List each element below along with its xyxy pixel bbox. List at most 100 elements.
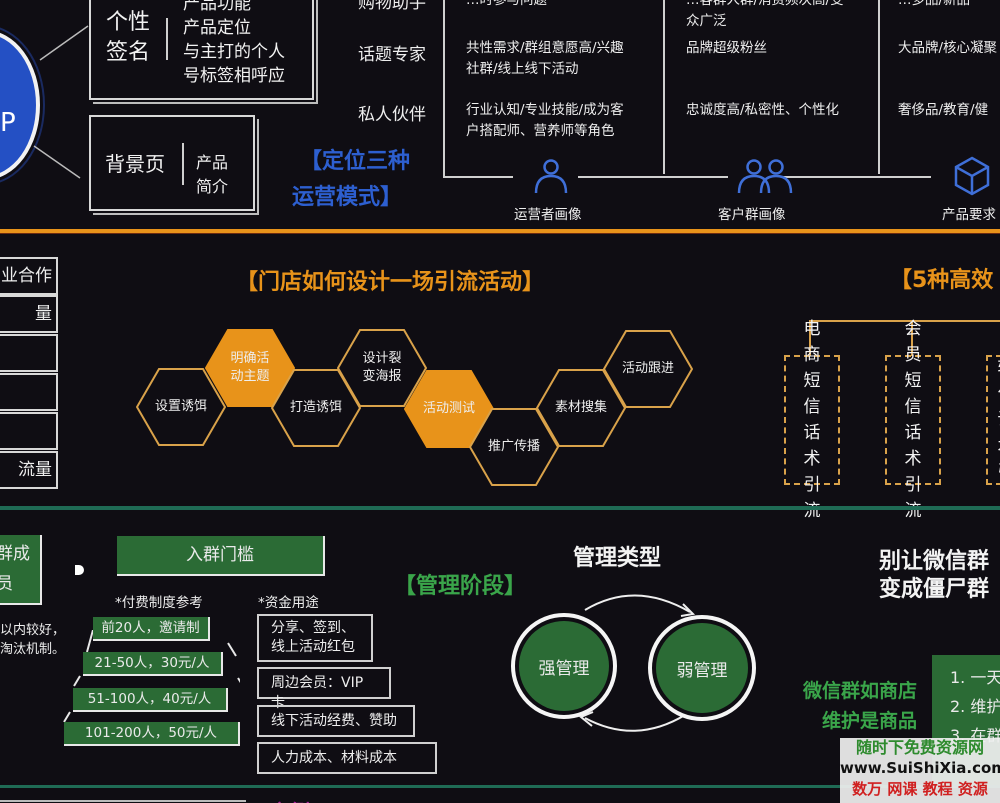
column-frame-bottom-2 xyxy=(578,176,728,178)
role-topic-expert: 话题专家 xyxy=(358,45,426,65)
table-cell xyxy=(0,373,58,411)
role-private-partner: 私人伙伴 xyxy=(358,105,426,125)
method-ecommerce-sms: 电商短信话术引流 xyxy=(784,319,840,521)
table-cell xyxy=(0,412,58,450)
fund-title: *资金用途 xyxy=(258,595,319,611)
method-third: 转化话术引 xyxy=(986,355,1000,485)
watermark-url: www.SuiShiXia.com xyxy=(840,759,1000,777)
fee-tier-4: 101-200人，50元/人 xyxy=(64,722,240,746)
customer-label: 客户群画像 xyxy=(718,207,786,223)
next-box-top xyxy=(0,800,246,802)
hex-activity-test: 活动测试 xyxy=(404,370,494,448)
background-page-box xyxy=(89,115,255,211)
fund-use-1: 分享、签到、 线上活动红包 xyxy=(257,614,373,662)
watermark: 随时下免费资源网 www.SuiShiXia.com 数万 网课 教程 资源 xyxy=(840,738,1000,803)
management-stage-title: 【管理阶段】 xyxy=(394,574,527,599)
cycle-arrows xyxy=(579,594,696,732)
product-row: 大品牌/核心凝聚 xyxy=(898,40,998,56)
hex-design-poster: 设计裂变海报 xyxy=(337,329,427,407)
method-label: 会员短信话术引流 xyxy=(904,319,922,521)
left-note: 以内较好， 淘汰机制。 xyxy=(0,621,65,659)
signature-line: 产品功能 xyxy=(183,0,251,14)
signature-divider xyxy=(166,18,168,60)
green-box-line: 员 xyxy=(0,574,13,594)
hex-label: 明确活动主题 xyxy=(230,351,270,384)
background-line: 产品 xyxy=(196,153,229,172)
customer-row: 忠诚度高/私密性、个性化 xyxy=(686,102,840,118)
orange-divider xyxy=(0,229,1000,233)
column-divider-2 xyxy=(878,0,880,174)
operator-row: 共性需求/群组意愿高/兴趣 社群/线上线下活动 xyxy=(466,40,624,77)
fund-use-4: 人力成本、材料成本 xyxy=(257,742,437,774)
tip-line: 1. 一天 xyxy=(950,668,1000,687)
column-frame-left xyxy=(443,0,445,178)
operator-row: 行业认知/专业技能/成为客 户搭配师、营养师等角色 xyxy=(466,102,624,139)
bottom-divider xyxy=(0,785,1000,788)
group-member-box: 群成 员 xyxy=(0,535,42,605)
signature-line: 与主打的个人 xyxy=(183,42,285,62)
weak-management-circle: 弱管理 xyxy=(648,615,756,721)
note-line: 淘汰机制。 xyxy=(0,642,66,657)
table-cell: 量 xyxy=(0,295,58,333)
watermark-line: 数万 网课 教程 资源 xyxy=(852,780,988,798)
role-shopping-assistant: 购物助手 xyxy=(358,0,426,13)
method-label: 电商短信话术引流 xyxy=(803,319,821,521)
table-cell: 业合作 xyxy=(0,257,58,295)
slogan-line: 维护是商品 xyxy=(821,710,917,732)
signature-line: 号标签相呼应 xyxy=(183,66,285,86)
operator-label: 运营者画像 xyxy=(514,207,582,223)
column-frame-bottom-1 xyxy=(443,176,513,178)
operator-column: …时参与问题 共性需求/群组意愿高/兴趣 社群/线上线下活动 行业认知/专业技能… xyxy=(466,0,656,142)
fee-tier-3: 51-100人，40元/人 xyxy=(73,688,228,712)
column-frame-bottom-3 xyxy=(781,176,931,178)
five-methods-title: 【5种高效 xyxy=(890,268,994,293)
connector-lines xyxy=(33,25,89,179)
zombie-title-line: 别让微信群 xyxy=(879,549,990,574)
group-icon xyxy=(737,159,793,194)
threshold-box[interactable]: 入群门槛 xyxy=(117,536,325,576)
weak-management-label: 弱管理 xyxy=(676,660,728,681)
hex-label: 设计裂变海报 xyxy=(362,351,402,384)
table-cell: 流量 xyxy=(0,451,58,489)
zombie-group-title: 别让微信群 变成僵尸群 xyxy=(879,548,989,604)
person-icon xyxy=(534,159,568,194)
green-box-line: 群成 xyxy=(0,544,30,564)
fee-tier-label: 21-50人，30元/人 xyxy=(94,655,210,671)
hex-follow-up: 活动跟进 xyxy=(603,330,693,408)
fund-use-2: 周边会员：VIP卡 xyxy=(257,667,391,711)
signature-box xyxy=(89,0,314,100)
profile-circle-label: P xyxy=(0,108,16,138)
mode-title: 【定位三种 运营模式】 xyxy=(292,144,410,216)
customer-column: …客群人群/消费频次高/受 众广泛 品牌超级粉丝 忠诚度高/私密性、个性化 xyxy=(686,0,876,121)
product-row: …多品/新品 xyxy=(898,0,971,8)
hex-create-bait: 打造诱饵 xyxy=(271,369,361,447)
table-cell xyxy=(0,334,58,372)
shop-slogan: 微信群如商店 维护是商品 xyxy=(770,676,917,736)
hex-label: 推广传播 xyxy=(487,439,540,454)
hex-promote: 推广传播 xyxy=(469,408,559,486)
method-member-sms: 会员短信话术引流 xyxy=(885,319,941,521)
customer-row: 品牌超级粉丝 xyxy=(686,40,767,56)
cube-icon xyxy=(954,156,990,196)
fee-title: *付费制度参考 xyxy=(115,595,203,611)
hex-label: 活动跟进 xyxy=(621,361,674,376)
tip-line: 2. 维护 xyxy=(950,697,1000,716)
pyramid-edges xyxy=(63,630,240,723)
hex-label: 素材搜集 xyxy=(554,400,607,415)
signature-title: 个性 签名 xyxy=(106,10,151,65)
hex-label: 活动测试 xyxy=(422,401,475,416)
hex-label: 设置诱饵 xyxy=(154,399,207,414)
strong-management-label: 强管理 xyxy=(538,658,590,679)
product-column: …多品/新品 大品牌/核心凝聚 奢侈品/教育/健 xyxy=(898,0,1000,121)
activity-title: 【门店如何设计一场引流活动】 xyxy=(236,270,545,295)
green-divider xyxy=(0,506,1000,510)
background-line: 简介 xyxy=(196,177,229,196)
fee-tier-label: 101-200人，50元/人 xyxy=(84,725,218,741)
method-label: 转化话术引 xyxy=(996,357,1000,483)
strong-management-circle: 强管理 xyxy=(511,613,617,719)
slogan-line: 微信群如商店 xyxy=(802,680,917,702)
fund-use-3: 线下活动经费、赞助 xyxy=(257,705,415,737)
hex-collect-material: 素材搜集 xyxy=(536,369,626,447)
product-label: 产品要求 xyxy=(942,207,996,223)
product-row: 奢侈品/教育/健 xyxy=(898,102,989,118)
